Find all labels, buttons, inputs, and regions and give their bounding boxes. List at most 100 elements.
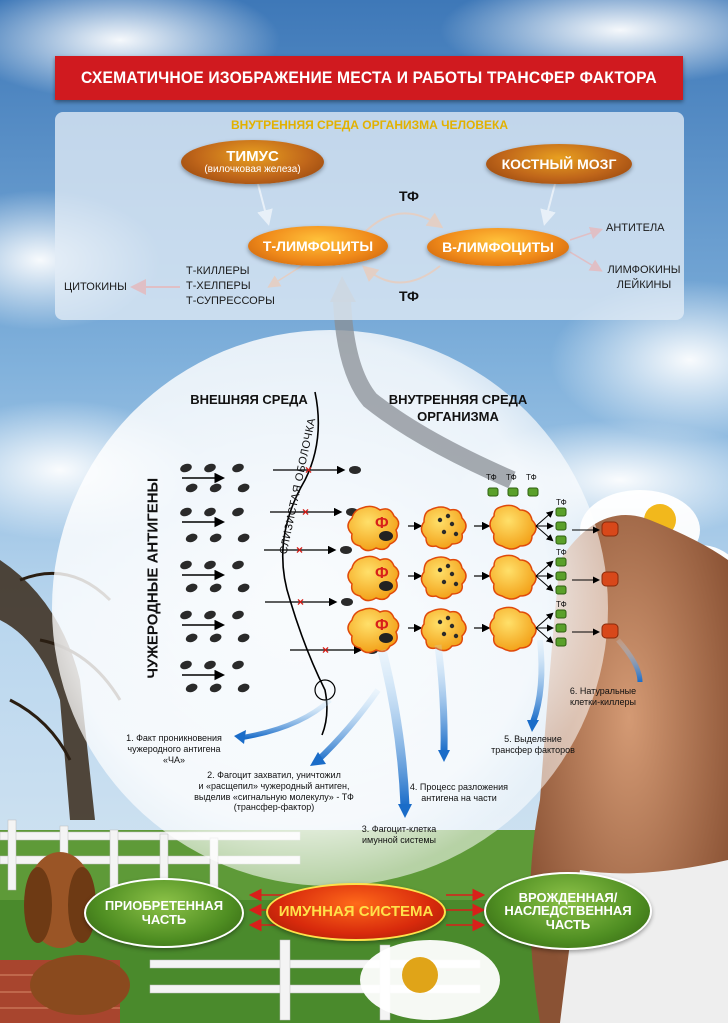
top-panel	[55, 112, 684, 320]
tf-capsule	[555, 609, 567, 619]
phi-symbol: Ф	[375, 515, 389, 532]
bone-marrow-label: КОСТНЫЙ МОЗГ	[501, 155, 617, 172]
b-lymphocytes-pill: В-ЛИМФОЦИТЫ	[427, 228, 569, 266]
antigen-dot	[204, 507, 216, 517]
decomposing-cell	[420, 608, 467, 652]
bottom-red-arrows	[248, 888, 486, 932]
internal-env-heading-1: ВНУТРЕННЯЯ СРЕДА	[388, 392, 528, 407]
mucosa-line	[281, 391, 328, 736]
phi-symbol: Ф	[375, 565, 389, 582]
tf-capsule	[507, 487, 519, 497]
antigen-dot	[185, 633, 198, 643]
bone-marrow-pill: КОСТНЫЙ МОЗГ	[486, 144, 632, 184]
antigen-dot	[232, 610, 244, 620]
antibodies-label: АНТИТЕЛА	[606, 222, 665, 234]
tf-capsule	[487, 487, 499, 497]
tf-capsule	[555, 585, 567, 595]
phagocyte-cell	[347, 607, 400, 654]
antigen-dots: ×××××	[180, 463, 378, 701]
antigen-dot	[237, 683, 250, 693]
external-env-heading: ВНЕШНЯЯ СРЕДА	[190, 392, 308, 407]
antigen-dot	[232, 507, 244, 517]
antigen-dot	[180, 660, 192, 670]
acquired-part-pill: ПРИОБРЕТЕННАЯ ЧАСТЬ	[84, 878, 244, 948]
b-lymph-label: В-ЛИМФОЦИТЫ	[442, 238, 554, 255]
tf-label-top: ТФ	[399, 188, 419, 204]
antigen-dot	[209, 633, 222, 643]
thymus-pill: ТИМУС (вилочковая железа)	[181, 140, 324, 184]
cross-mark: ×	[302, 505, 309, 519]
antigen-dot	[185, 583, 198, 593]
nk-cell	[601, 571, 619, 587]
t-helpers: Т-ХЕЛПЕРЫ	[186, 280, 251, 292]
empty-cell	[489, 554, 537, 600]
empty-cell	[489, 606, 537, 652]
svg-text:ТФ: ТФ	[556, 548, 567, 557]
tf-capsule	[527, 487, 539, 497]
svg-text:ТФ: ТФ	[526, 473, 537, 482]
antigen-dot	[237, 633, 250, 643]
phagocyte-cell	[347, 505, 400, 552]
antigen-dot	[185, 533, 198, 543]
page-title: СХЕМАТИЧНОЕ ИЗОБРАЖЕНИЕ МЕСТА И РАБОТЫ Т…	[81, 68, 657, 87]
antigen-dot	[180, 463, 192, 473]
tf-capsule	[555, 535, 567, 545]
nk-cell	[601, 623, 619, 639]
antigen-dot	[237, 483, 250, 493]
antigen-dot	[232, 560, 244, 570]
title-banner: СХЕМАТИЧНОЕ ИЗОБРАЖЕНИЕ МЕСТА И РАБОТЫ Т…	[55, 56, 683, 100]
antigen-dot	[180, 610, 192, 620]
foreign-antigens-label: ЧУЖЕРОДНЫЕ АНТИГЕНЫ	[144, 477, 162, 679]
antigen-dot	[232, 463, 244, 473]
antigen-dot	[232, 660, 244, 670]
tf-capsule	[555, 507, 567, 517]
svg-text:ТФ: ТФ	[506, 473, 517, 482]
thymus-sub: (вилочковая железа)	[204, 163, 301, 175]
antigen-dot	[340, 546, 352, 554]
cross-mark: ×	[296, 543, 303, 557]
antigen-dot	[204, 463, 216, 473]
antigen-dot	[209, 533, 222, 543]
antigen-dot	[204, 560, 216, 570]
tf-capsule	[555, 557, 567, 567]
tf-capsule	[555, 521, 567, 531]
cross-mark: ×	[297, 595, 304, 609]
antigen-dot	[180, 560, 192, 570]
tf-capsule	[555, 623, 567, 633]
leukins-label: ЛЕЙКИНЫ	[616, 279, 672, 291]
antigen-dot	[209, 683, 222, 693]
antigen-dot	[341, 598, 353, 606]
svg-text:ТФ: ТФ	[556, 498, 567, 507]
antigen-dot	[204, 660, 216, 670]
grey-curved-arrow	[333, 299, 516, 489]
decomposing-cell	[420, 556, 467, 600]
antigen-dot	[209, 583, 222, 593]
antigen-dot	[209, 483, 222, 493]
panel-heading: ВНУТРЕННЯЯ СРЕДА ОРГАНИЗМА ЧЕЛОВЕКА	[231, 118, 508, 132]
cross-mark: ×	[305, 463, 312, 477]
t-killers: Т-КИЛЛЕРЫ	[186, 265, 250, 277]
t-lymph-label: Т-ЛИМФОЦИТЫ	[262, 237, 374, 254]
blue-pointer-arrows	[234, 638, 643, 818]
penetration-circle	[314, 679, 336, 701]
phagocyte-cell	[347, 555, 400, 602]
cytokines-label: ЦИТОКИНЫ	[64, 281, 127, 293]
antigen-dot	[237, 583, 250, 593]
internal-env-heading-2: ОРГАНИЗМА	[417, 409, 499, 424]
antigen-dot	[204, 610, 216, 620]
t-suppressors: Т-СУПРЕССОРЫ	[186, 295, 275, 307]
innate-part-pill: ВРОЖДЕННАЯ/ НАСЛЕДСТВЕННАЯ ЧАСТЬ	[484, 872, 652, 950]
thymus-label: ТИМУС	[226, 147, 279, 165]
svg-text:ТФ: ТФ	[556, 600, 567, 609]
tf-label-bottom: ТФ	[399, 288, 419, 304]
lymphokines-label: ЛИМФОКИНЫ	[607, 264, 681, 276]
antigen-dot	[185, 683, 198, 693]
empty-cell	[489, 504, 537, 550]
decomposing-cell	[420, 506, 467, 550]
